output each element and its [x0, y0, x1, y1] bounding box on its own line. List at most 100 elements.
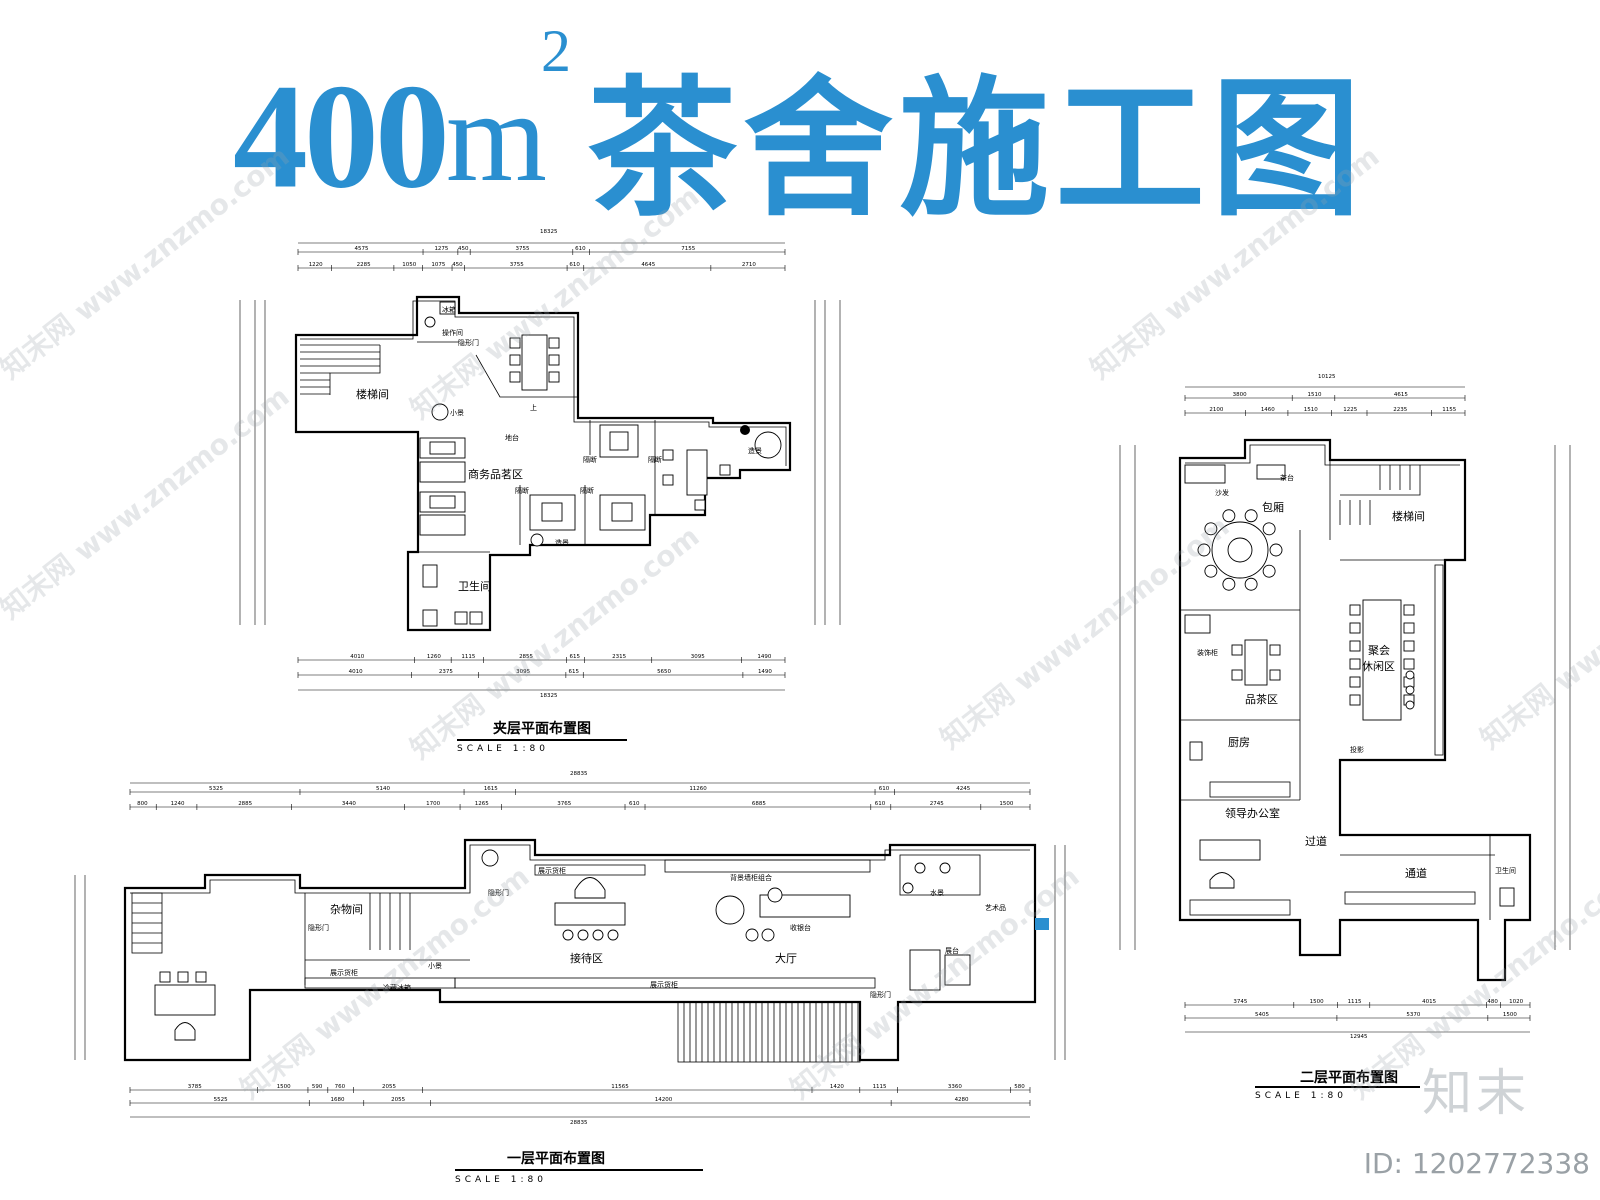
- mezz-dim-label: 1075: [431, 262, 445, 268]
- fridge-icon: [439, 301, 456, 315]
- sink-icon: [424, 316, 436, 328]
- ground-water-scene-label: 水景: [930, 888, 944, 897]
- mezz-dim-total-bottom: 18325: [540, 693, 558, 699]
- mezz-partition-label-1: 隔断: [583, 455, 597, 464]
- plant-icon: [715, 895, 745, 925]
- second-sofa-label: 沙发: [1215, 488, 1229, 497]
- tea-table-2: [1244, 639, 1268, 686]
- image-id: ID: 1202772338: [1363, 1147, 1590, 1180]
- title-text: 茶舍施工图: [587, 63, 1368, 237]
- ground-display-platform-label: 展台: [945, 946, 959, 955]
- chair-icon: [1262, 564, 1276, 578]
- background-cabinet: [664, 859, 871, 873]
- ground-dim-label: 760: [335, 1084, 346, 1090]
- chair-icon: [1244, 509, 1258, 523]
- mezz-dim-label: 615: [569, 669, 580, 675]
- ground-dim-label: 1615: [484, 786, 498, 792]
- mezz-dim-label: 4645: [641, 262, 655, 268]
- ground-dim-label: 11565: [611, 1084, 629, 1090]
- mezz-stairs: [300, 344, 381, 395]
- ground-dim-label: 2885: [238, 801, 252, 807]
- second-tea-area-label: 品茶区: [1245, 693, 1278, 706]
- second-kitchen-label: 厨房: [1228, 736, 1250, 749]
- mezz-dim-label: 3095: [516, 669, 530, 675]
- title-unit: m: [445, 64, 548, 209]
- chair-icon: [1349, 604, 1361, 616]
- ground-cashier-label: 收银台: [790, 923, 811, 932]
- ground-display-shelf-label-3: 展示货柜: [538, 866, 566, 875]
- ground-plan-title: 一层平面布置图: [507, 1150, 605, 1167]
- second-stairs: [1339, 465, 1421, 525]
- mezz-dim-label: 610: [575, 246, 586, 252]
- mezz-dim-label: 1490: [757, 654, 771, 660]
- ground-background-cabinet-label: 背景墙柜组合: [730, 873, 772, 882]
- mezz-dim-label: 1490: [758, 669, 772, 675]
- ground-dim-label: 3785: [188, 1084, 202, 1090]
- mezz-fridge-label: 冰箱: [442, 305, 456, 314]
- second-stair-label: 楼梯间: [1392, 509, 1425, 523]
- mezz-dim-label: 4010: [349, 669, 363, 675]
- second-corridor-label: 过道: [1305, 834, 1327, 848]
- second-dim-total-bottom: 12945: [1350, 1034, 1368, 1040]
- second-dim-label: 1115: [1348, 999, 1362, 1005]
- cashier-desk: [759, 894, 851, 918]
- second-dim-label: 4015: [1422, 999, 1436, 1005]
- chair-icon: [1222, 509, 1236, 523]
- plant-icon: [530, 533, 544, 547]
- display-shelf-top: [534, 864, 646, 876]
- display-shelf: [454, 977, 876, 989]
- mezz-dim-label: 7155: [681, 246, 695, 252]
- ground-dim-label: 3360: [948, 1084, 962, 1090]
- ground-stairs-bottom: [677, 1001, 861, 1063]
- watermark-text: 知末网 www.znzmo.com: [234, 860, 535, 1106]
- ground-dim-label: 1240: [171, 801, 185, 807]
- office-desk: [1199, 839, 1261, 861]
- ground-stairs-mid: [369, 893, 411, 950]
- mezz-partition-label-4: 隔断: [580, 486, 594, 495]
- second-toilet-label: 卫生间: [1495, 866, 1516, 875]
- chair-icon: [1349, 640, 1361, 652]
- page-title: 400m2茶舍施工图: [0, 18, 1600, 245]
- ground-dim-label: 14200: [655, 1097, 673, 1103]
- ground-dim-label: 5325: [209, 786, 223, 792]
- ground-dim-label: 4245: [956, 786, 970, 792]
- ground-stairs-left: [131, 892, 163, 954]
- ground-storage-label: 杂物间: [330, 902, 363, 916]
- second-dim-label: 3800: [1233, 392, 1247, 398]
- chair-icon: [1222, 577, 1236, 591]
- mezz-business-tables: [419, 437, 466, 536]
- mezz-dim-label: 2855: [519, 654, 533, 660]
- ground-dim-label: 590: [312, 1084, 323, 1090]
- mezz-dim-label: 1220: [309, 262, 323, 268]
- ground-dim-label: 2745: [930, 801, 944, 807]
- mezz-dim-label: 3755: [510, 262, 524, 268]
- mezz-dim-label: 610: [569, 262, 580, 268]
- mezz-operation-label: 操作间: [442, 328, 463, 337]
- mezz-dim-label: 1050: [402, 262, 416, 268]
- ground-dim-label: 1700: [426, 801, 440, 807]
- mezz-partition-label-2: 隔断: [648, 455, 662, 464]
- chair-icon: [1262, 522, 1276, 536]
- mezz-platform-edge: [475, 354, 578, 398]
- mezz-dim-label: 2315: [612, 654, 626, 660]
- watermark-text: 知末网 www.znzmo.com: [0, 380, 295, 626]
- mezz-dim-label: 1275: [434, 246, 448, 252]
- long-table: [1362, 599, 1402, 721]
- mezz-partition-label-3: 隔断: [515, 486, 529, 495]
- office-chair-icon: [1209, 872, 1235, 889]
- ground-dim-label: 6885: [752, 801, 766, 807]
- cabinet: [1184, 614, 1211, 634]
- ground-inner-wall: [130, 844, 1030, 894]
- kitchen-counter: [1209, 781, 1291, 798]
- toilet-icon: [422, 564, 438, 588]
- mezz-platform-label: 地台: [505, 433, 519, 442]
- entrance-arrow-icon: [1035, 918, 1049, 930]
- second-dim-label: 1500: [1310, 999, 1324, 1005]
- mezz-dim-label: 615: [570, 654, 581, 660]
- ground-display-shelf-label-2: 展示货柜: [650, 980, 678, 989]
- toilet-icon: [422, 609, 438, 627]
- second-dim-label: 1510: [1304, 407, 1318, 413]
- ground-dim-label: 1500: [999, 801, 1013, 807]
- mezz-table-group-top: [509, 334, 560, 391]
